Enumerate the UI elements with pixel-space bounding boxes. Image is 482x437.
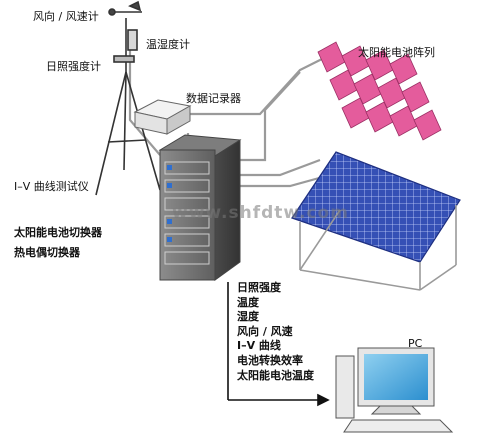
pink-solar-array bbox=[317, 41, 442, 141]
output-item: 日照强度 bbox=[237, 281, 281, 294]
label-wind: 风向 / 风速计 bbox=[33, 10, 99, 23]
pyranometer-icon bbox=[113, 55, 135, 63]
label-solar-array: 太阳能电池阵列 bbox=[358, 46, 435, 59]
tripod-brace bbox=[107, 139, 147, 143]
wire-logger-pink-array bbox=[185, 54, 331, 116]
label-thermo-switch: 热电偶切换器 bbox=[14, 246, 80, 259]
output-item: 风向 / 风速 bbox=[237, 324, 293, 338]
output-item: I–V 曲线 bbox=[237, 339, 281, 353]
watermark: www.shfdtw.com bbox=[172, 203, 349, 223]
tripod-leg-left bbox=[95, 71, 127, 196]
output-arrow bbox=[227, 282, 330, 407]
output-item: 电池转换效率 bbox=[237, 353, 303, 367]
output-item: 湿度 bbox=[237, 310, 259, 324]
label-iv-tester: I–V 曲线测试仪 bbox=[14, 180, 89, 193]
label-humidity: 温湿度计 bbox=[146, 38, 190, 51]
label-cell-switch: 太阳能电池切换器 bbox=[14, 226, 102, 239]
output-item: 温度 bbox=[237, 295, 259, 309]
tripod-leg-right bbox=[125, 71, 161, 191]
output-list: 日照强度 温度 湿度 风向 / 风速 I–V 曲线 电池转换效率 太阳能电池温度 bbox=[237, 281, 314, 383]
anemometer-cup-icon bbox=[108, 8, 116, 16]
humidity-sensor-icon bbox=[127, 29, 138, 51]
weather-station bbox=[95, 0, 161, 196]
wind-vane-icon bbox=[128, 0, 142, 12]
output-item: 太阳能电池温度 bbox=[237, 368, 314, 382]
wire-rack-blue-array-2 bbox=[240, 173, 331, 188]
label-pc: PC bbox=[408, 337, 423, 350]
label-logger: 数据记录器 bbox=[186, 92, 241, 105]
instrument-rack bbox=[158, 134, 242, 281]
tripod-leg-center bbox=[123, 71, 127, 171]
pc-computer bbox=[335, 347, 454, 433]
data-logger bbox=[133, 99, 192, 135]
blue-solar-panel bbox=[291, 151, 461, 291]
label-irradiance: 日照强度计 bbox=[46, 60, 101, 73]
wire-rack-blue-array bbox=[240, 158, 321, 177]
wire-rack-pink-array-2 bbox=[240, 71, 301, 162]
